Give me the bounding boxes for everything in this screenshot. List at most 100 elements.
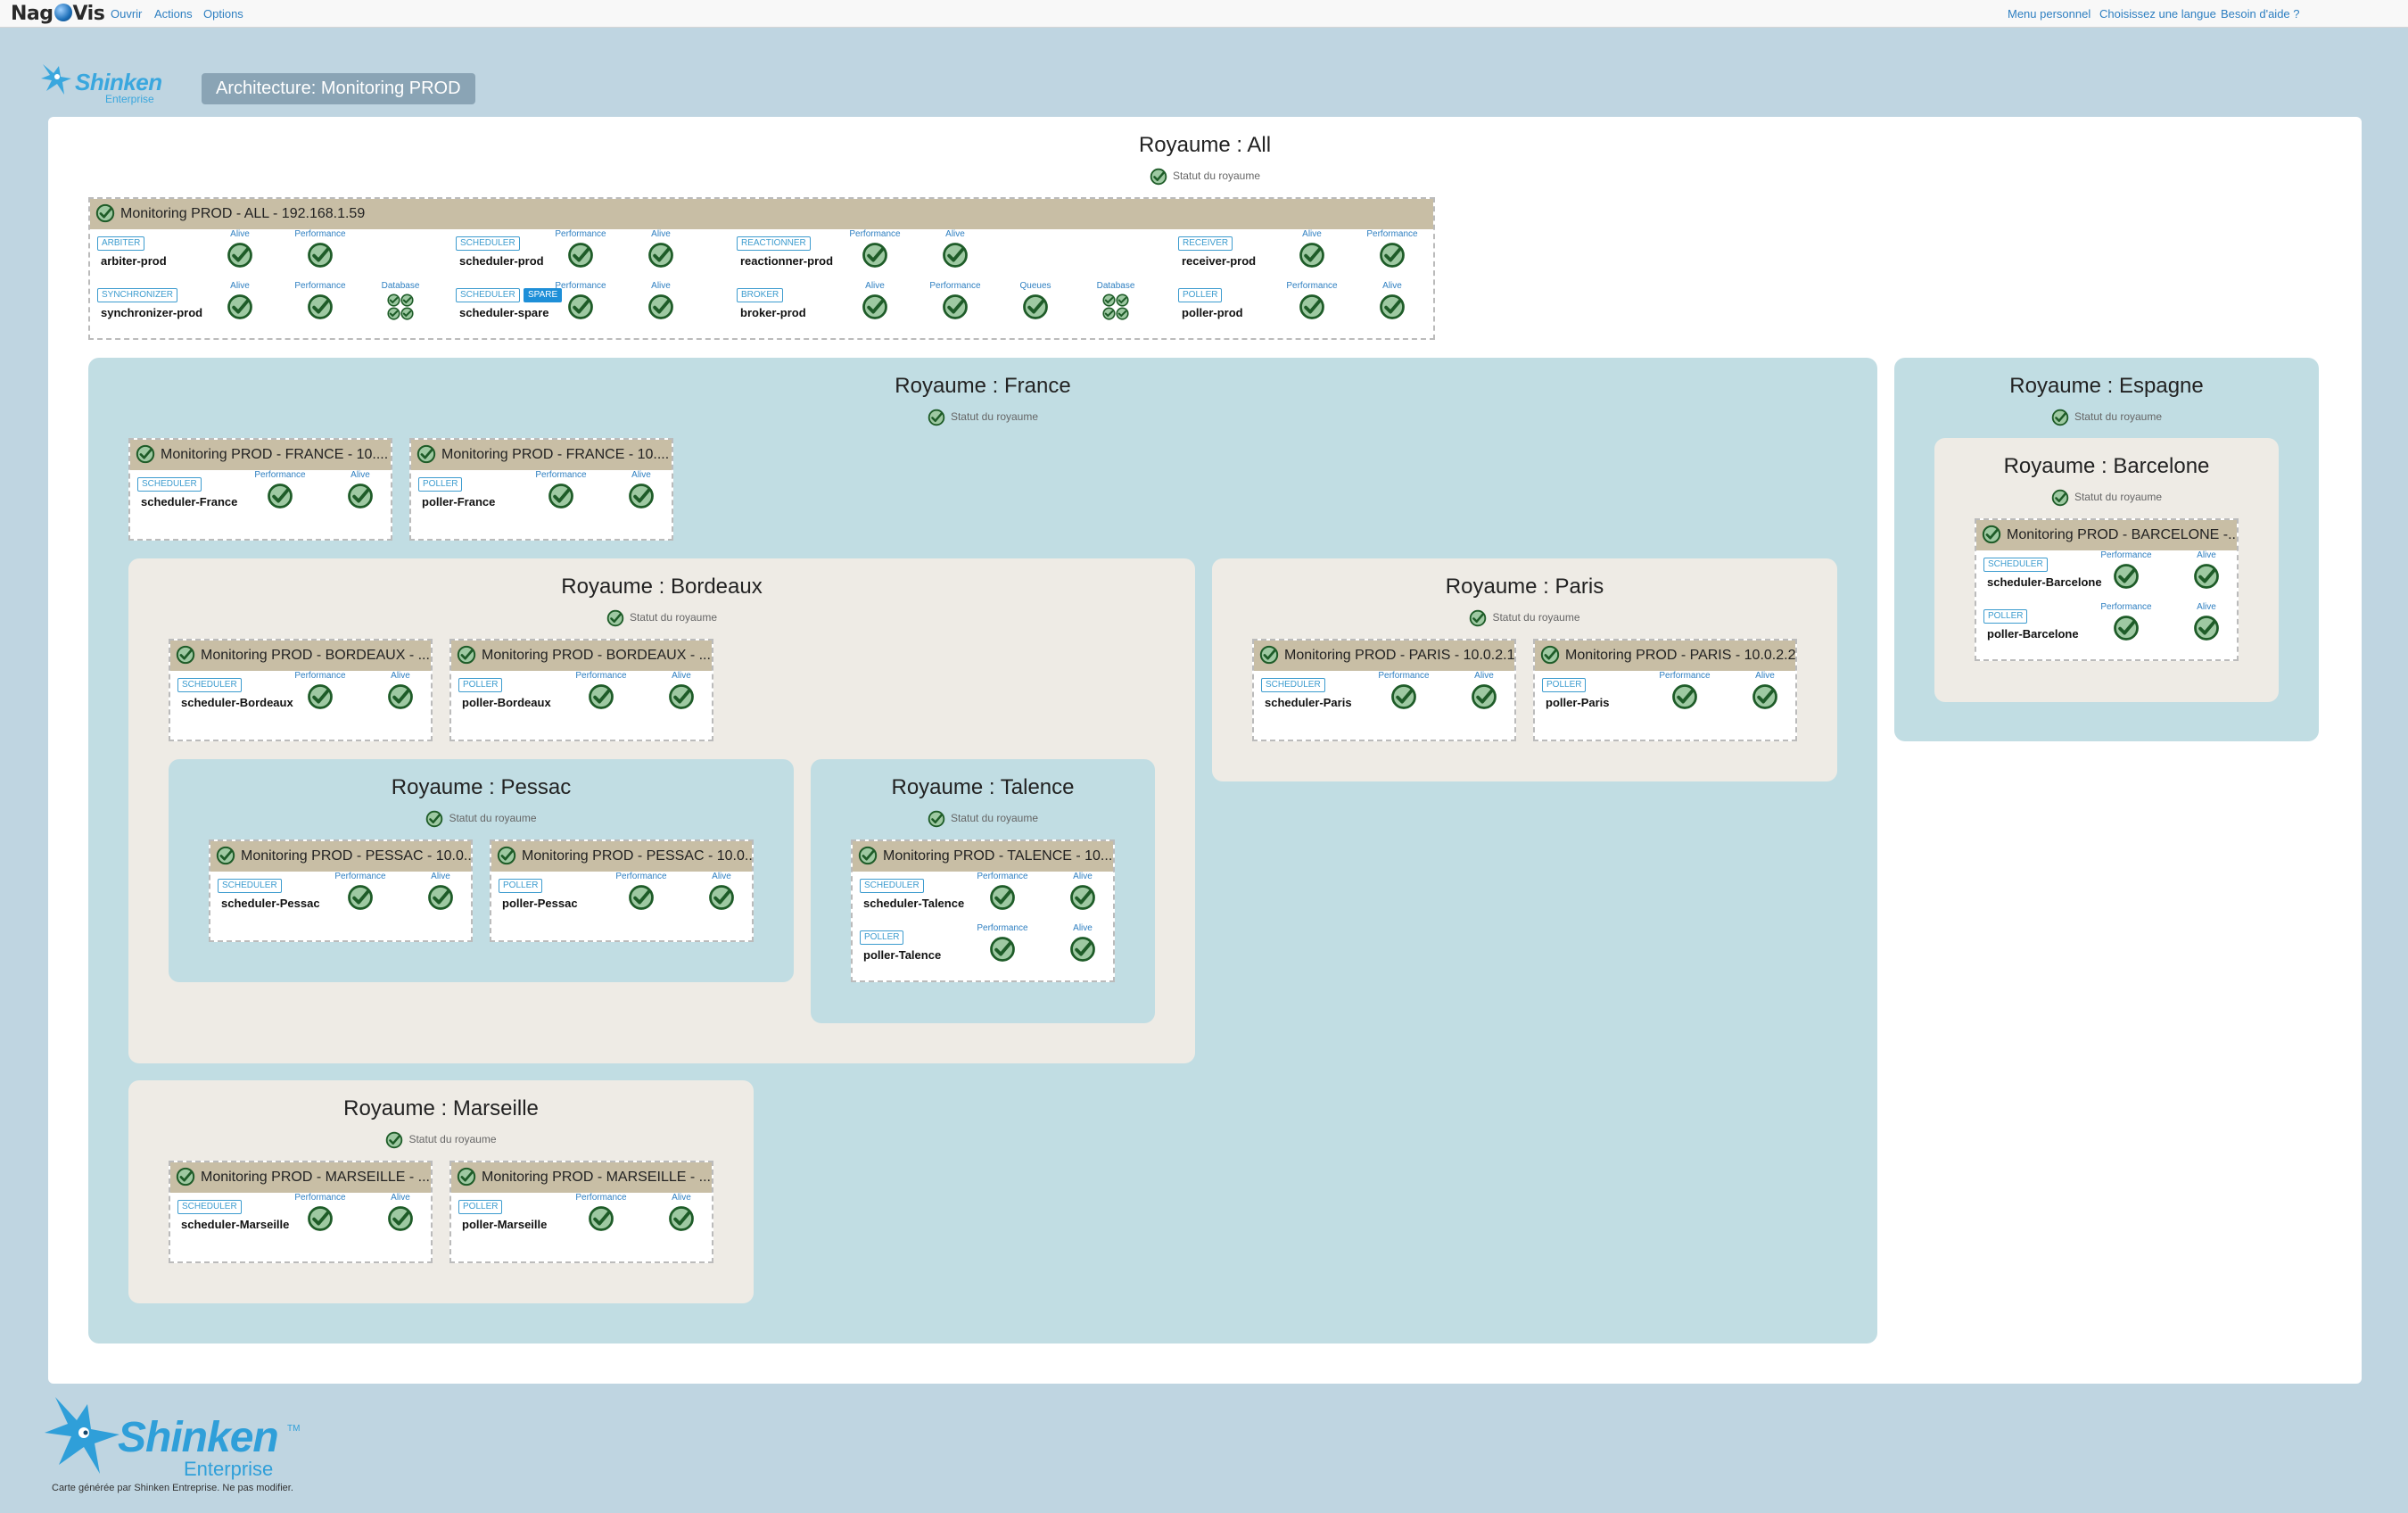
host-ok-icon bbox=[858, 846, 878, 865]
metric-status[interactable] bbox=[387, 294, 414, 325]
metric-status[interactable] bbox=[307, 1205, 334, 1236]
menu-personal[interactable]: Menu personnel bbox=[2008, 7, 2091, 21]
metric-status[interactable] bbox=[307, 294, 334, 325]
metric-status[interactable] bbox=[387, 683, 414, 715]
daemon-name[interactable]: scheduler-France bbox=[141, 495, 238, 508]
metric-status[interactable] bbox=[1102, 294, 1129, 325]
realm-status[interactable]: Statut du royaume bbox=[48, 168, 2362, 186]
host-group-header[interactable]: Monitoring PROD - TALENCE - 10... bbox=[853, 841, 1113, 872]
metric-status[interactable] bbox=[2113, 615, 2140, 646]
metric-status[interactable] bbox=[1390, 683, 1417, 715]
daemon-name[interactable]: scheduler-Marseille bbox=[181, 1218, 290, 1231]
metric-status[interactable] bbox=[227, 294, 253, 325]
realm-status[interactable]: Statut du royaume bbox=[128, 1131, 754, 1149]
host-group-header[interactable]: Monitoring PROD - MARSEILLE - ... bbox=[170, 1162, 431, 1193]
metric-status[interactable] bbox=[588, 683, 614, 715]
host-group-header[interactable]: Monitoring PROD - ALL - 192.168.1.59 bbox=[90, 199, 1433, 229]
daemon-name[interactable]: scheduler-Talence bbox=[863, 897, 965, 910]
daemon-name[interactable]: poller-Barcelone bbox=[1987, 627, 2079, 641]
daemon-name[interactable]: scheduler-Barcelone bbox=[1987, 575, 2102, 589]
metric-status[interactable] bbox=[862, 242, 888, 273]
daemon-name[interactable]: poller-Paris bbox=[1546, 696, 1610, 709]
metric-status[interactable] bbox=[1299, 294, 1325, 325]
menu-options[interactable]: Options bbox=[203, 7, 243, 21]
check-ok-icon bbox=[388, 684, 413, 709]
metric-status[interactable] bbox=[862, 294, 888, 325]
host-group-header[interactable]: Monitoring PROD - PARIS - 10.0.2.1 bbox=[1254, 641, 1514, 671]
metric-status[interactable] bbox=[628, 483, 655, 514]
daemon-name[interactable]: poller-Talence bbox=[863, 948, 942, 962]
host-group-header[interactable]: Monitoring PROD - BARCELONE -... bbox=[1976, 520, 2237, 550]
menu-actions[interactable]: Actions bbox=[154, 7, 193, 21]
metric-status[interactable] bbox=[548, 483, 574, 514]
host-group-header[interactable]: Monitoring PROD - BORDEAUX - ... bbox=[451, 641, 712, 671]
metric-status[interactable] bbox=[267, 483, 293, 514]
daemon-name[interactable]: poller-Marseille bbox=[462, 1218, 548, 1231]
host-group-header[interactable]: Monitoring PROD - FRANCE - 10.... bbox=[130, 440, 391, 470]
metric-status[interactable] bbox=[989, 884, 1016, 915]
metric-status[interactable] bbox=[347, 483, 374, 514]
metric-status[interactable] bbox=[942, 294, 969, 325]
daemon-name[interactable]: scheduler-Paris bbox=[1265, 696, 1352, 709]
metric-status[interactable] bbox=[2113, 563, 2140, 594]
metric-status[interactable] bbox=[347, 884, 374, 915]
daemon-name[interactable]: scheduler-Pessac bbox=[221, 897, 320, 910]
host-group-header[interactable]: Monitoring PROD - MARSEILLE - ... bbox=[451, 1162, 712, 1193]
host-group-header[interactable]: Monitoring PROD - BORDEAUX - ... bbox=[170, 641, 431, 671]
metric-status[interactable] bbox=[1069, 936, 1096, 967]
metric-status[interactable] bbox=[567, 294, 594, 325]
host-group-header[interactable]: Monitoring PROD - FRANCE - 10.... bbox=[411, 440, 672, 470]
realm-status[interactable]: Statut du royaume bbox=[811, 810, 1155, 828]
host-group-header[interactable]: Monitoring PROD - PESSAC - 10.0... bbox=[491, 841, 752, 872]
metric-status[interactable] bbox=[567, 242, 594, 273]
metric-status[interactable] bbox=[1471, 683, 1497, 715]
metric-status[interactable] bbox=[1022, 294, 1049, 325]
metric-status[interactable] bbox=[708, 884, 735, 915]
menu-language[interactable]: Choisissez une langue bbox=[2099, 7, 2216, 21]
daemon-name[interactable]: receiver-prod bbox=[1182, 254, 1257, 268]
daemon-name[interactable]: poller-Pessac bbox=[502, 897, 578, 910]
metric-status[interactable] bbox=[2193, 563, 2220, 594]
metric-status[interactable] bbox=[942, 242, 969, 273]
daemon-name[interactable]: scheduler-spare bbox=[459, 306, 549, 319]
metric-status[interactable] bbox=[668, 1205, 695, 1236]
metric-status[interactable] bbox=[628, 884, 655, 915]
host-group-header[interactable]: Monitoring PROD - PARIS - 10.0.2.2 bbox=[1535, 641, 1795, 671]
metric-status[interactable] bbox=[1379, 294, 1406, 325]
metric-status[interactable] bbox=[1671, 683, 1698, 715]
metric-status[interactable] bbox=[1379, 242, 1406, 273]
realm-status[interactable]: Statut du royaume bbox=[1934, 489, 2279, 507]
metric-status[interactable] bbox=[387, 1205, 414, 1236]
metric-status[interactable] bbox=[307, 242, 334, 273]
menu-help[interactable]: Besoin d'aide ? bbox=[2221, 7, 2300, 21]
metric-status[interactable] bbox=[989, 936, 1016, 967]
daemon-name[interactable]: arbiter-prod bbox=[101, 254, 167, 268]
realm-status[interactable]: Statut du royaume bbox=[88, 409, 1877, 426]
daemon-name[interactable]: scheduler-prod bbox=[459, 254, 544, 268]
daemon-name[interactable]: synchronizer-prod bbox=[101, 306, 203, 319]
realm-status[interactable]: Statut du royaume bbox=[128, 609, 1195, 627]
host-group-header[interactable]: Monitoring PROD - PESSAC - 10.0... bbox=[210, 841, 471, 872]
realm-status[interactable]: Statut du royaume bbox=[169, 810, 794, 828]
metric-status[interactable] bbox=[647, 242, 674, 273]
metric-status[interactable] bbox=[227, 242, 253, 273]
metric-status[interactable] bbox=[668, 683, 695, 715]
metric-status[interactable] bbox=[1752, 683, 1778, 715]
daemon-name[interactable]: scheduler-Bordeaux bbox=[181, 696, 293, 709]
menu-open[interactable]: Ouvrir bbox=[111, 7, 143, 21]
realm-status[interactable]: Statut du royaume bbox=[1212, 609, 1837, 627]
daemon-name[interactable]: poller-France bbox=[422, 495, 496, 508]
metric-status[interactable] bbox=[588, 1205, 614, 1236]
metric-status[interactable] bbox=[307, 683, 334, 715]
metric-status[interactable] bbox=[647, 294, 674, 325]
daemon-name[interactable]: reactionner-prod bbox=[740, 254, 834, 268]
metric-status[interactable] bbox=[1299, 242, 1325, 273]
metric-status[interactable] bbox=[2193, 615, 2220, 646]
daemon-name[interactable]: poller-Bordeaux bbox=[462, 696, 551, 709]
daemon-name[interactable]: broker-prod bbox=[740, 306, 806, 319]
daemon-name[interactable]: poller-prod bbox=[1182, 306, 1243, 319]
metric-status[interactable] bbox=[427, 884, 454, 915]
metric-status[interactable] bbox=[1069, 884, 1096, 915]
realm-status[interactable]: Statut du royaume bbox=[1894, 409, 2319, 426]
